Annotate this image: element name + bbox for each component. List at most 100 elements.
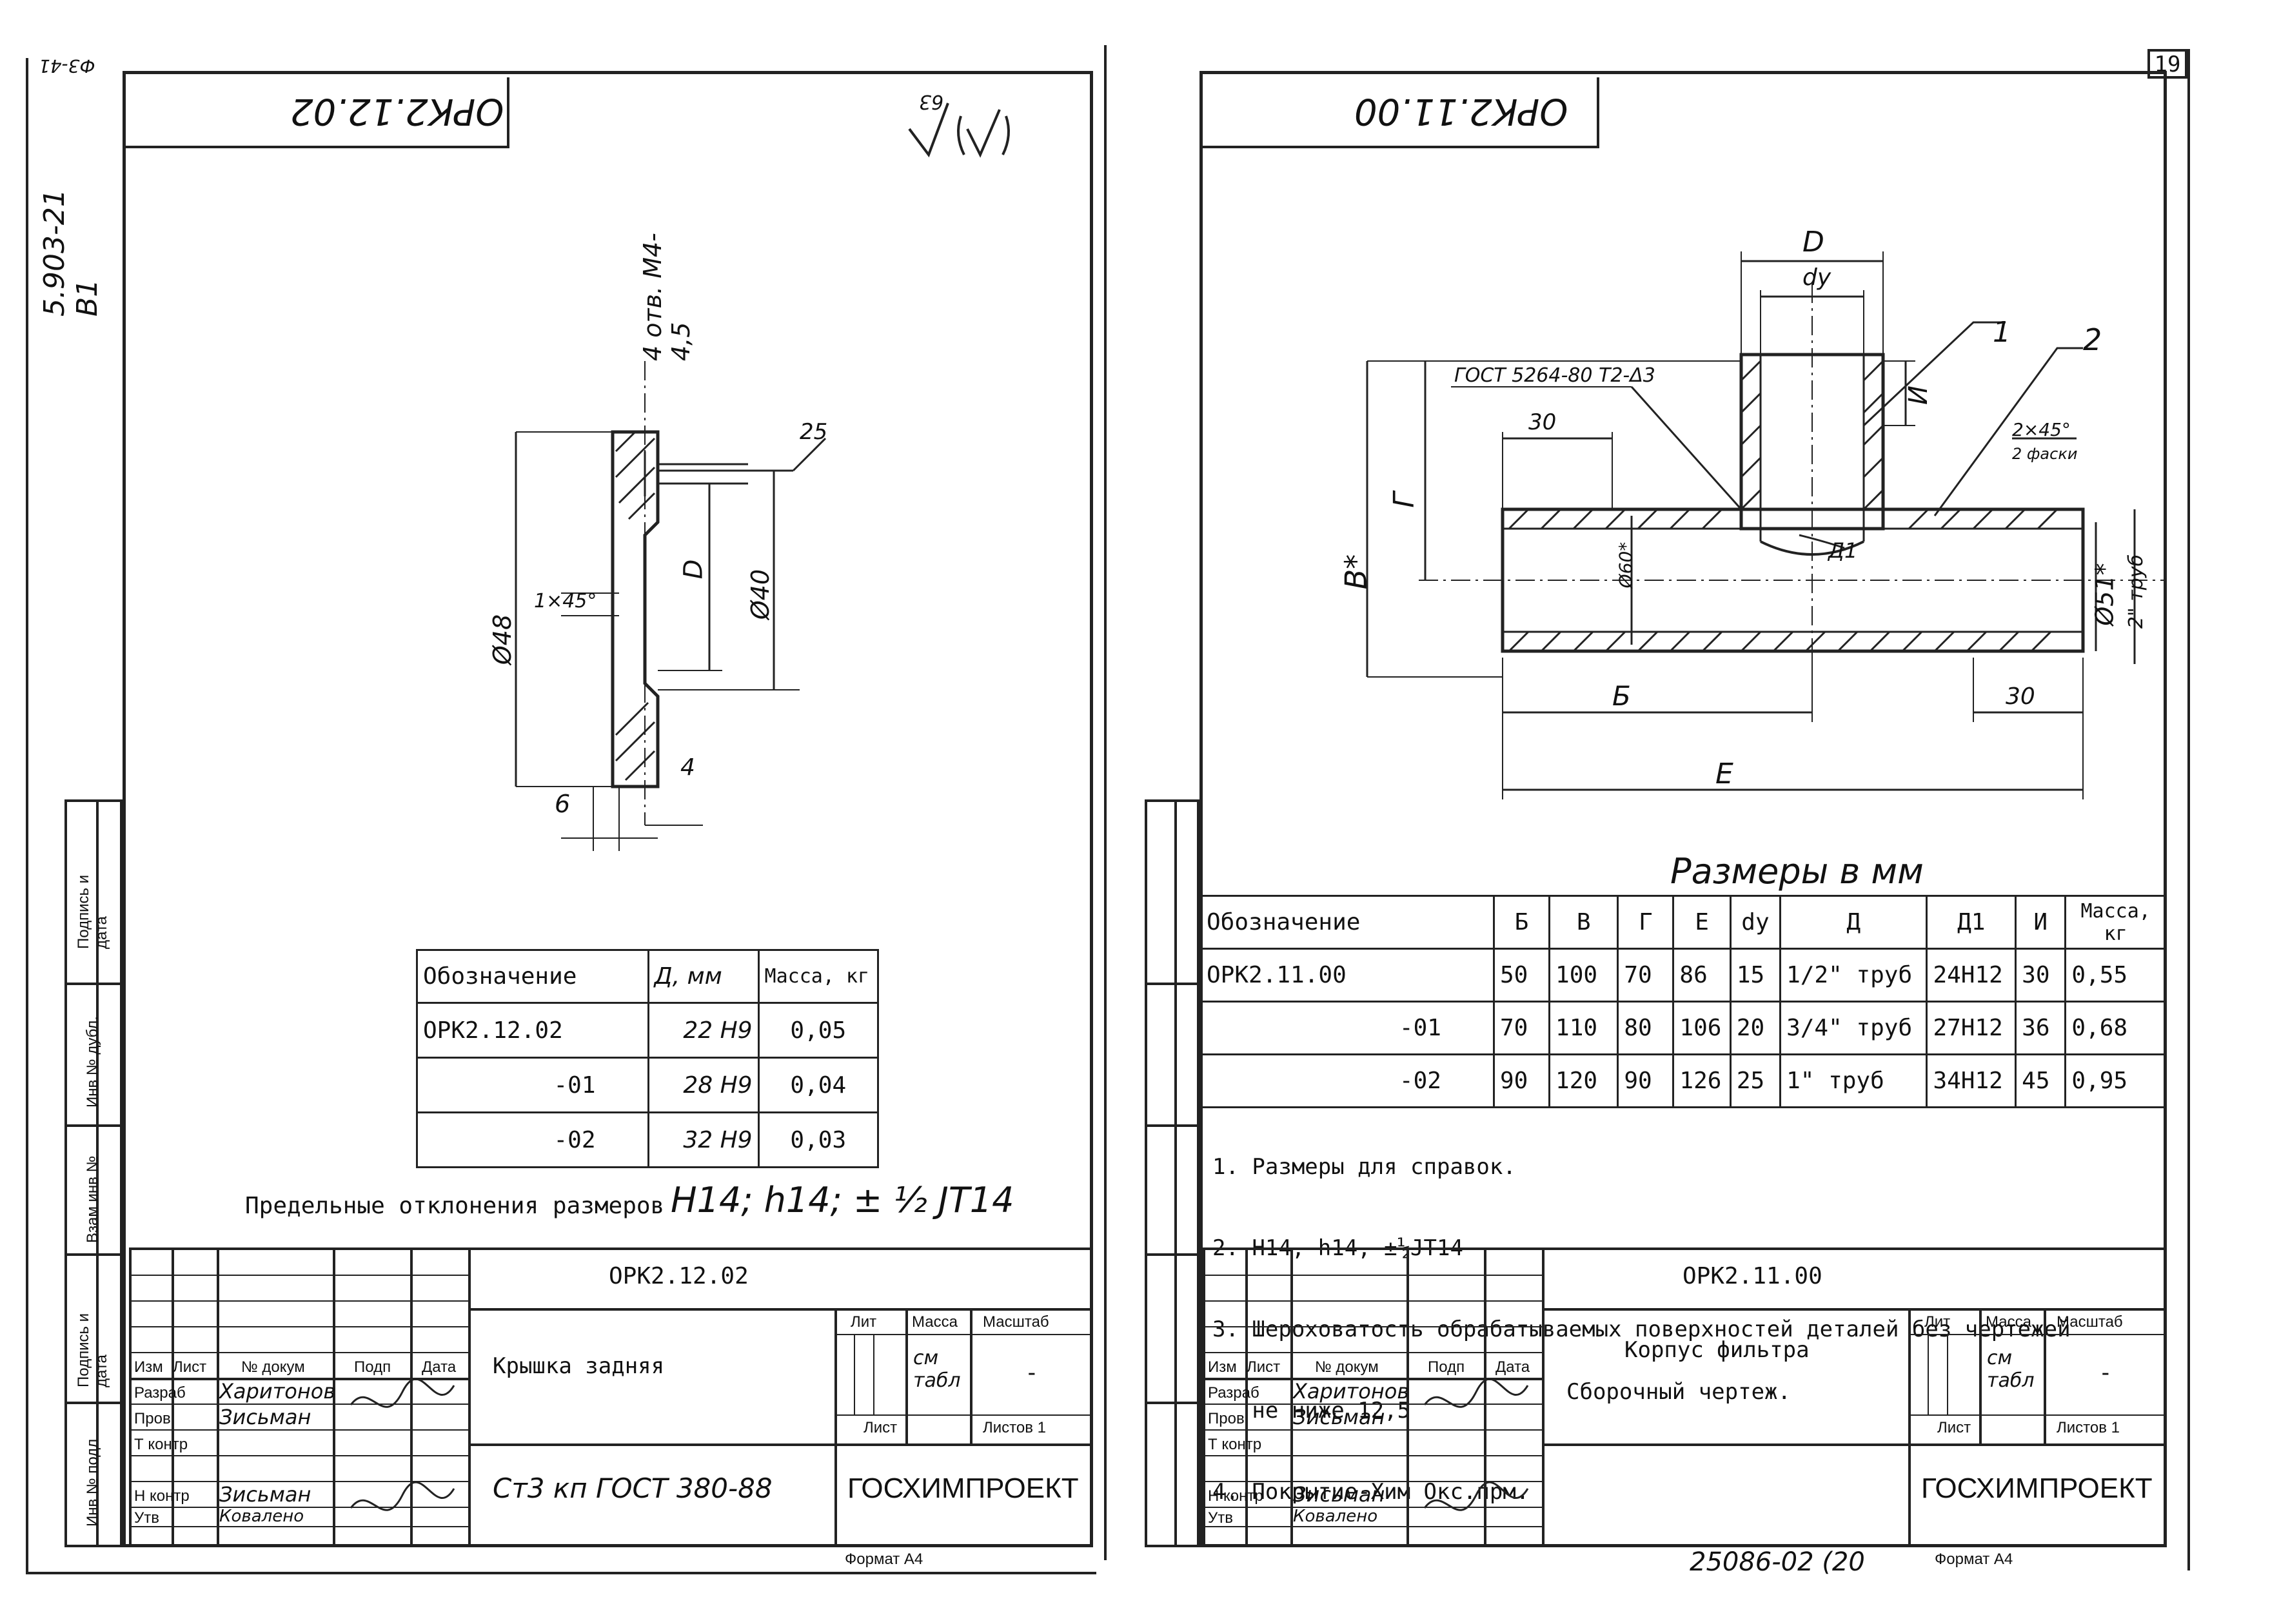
right-th-9: И	[2015, 895, 2067, 950]
left-side-strip: Подпись и дата Инв № дубл. Взам инв № По…	[64, 799, 123, 1547]
left-tkontr: Т контр	[134, 1436, 188, 1453]
dim-D: D	[678, 559, 709, 580]
right-th-2: Б	[1492, 895, 1551, 950]
left-scale: Масштаб	[983, 1313, 1049, 1331]
tee-dim-I: И	[1903, 386, 1933, 405]
right-row2-c10: 0,68	[2064, 1001, 2167, 1055]
right-row2-c3: 110	[1548, 1001, 1619, 1055]
right-row3-c3: 120	[1548, 1053, 1619, 1108]
side-label-4: Подпись и дата	[75, 1313, 110, 1387]
left-th-2: Д, мм	[647, 949, 760, 1004]
side-label-5: Инв № подл	[84, 1438, 101, 1527]
left-row1-c2: 22 H9	[647, 1002, 760, 1059]
right-col-date: Дата	[1495, 1358, 1530, 1376]
left-nkontr: Н контр	[134, 1487, 190, 1505]
right-col-izm: Изм	[1208, 1358, 1237, 1376]
right-row1-c7: 1/2" труб	[1779, 948, 1928, 1003]
dim-d48: Ø48	[488, 614, 517, 665]
left-razrab: Разраб	[134, 1384, 186, 1402]
left-utv-name: Ковалено	[219, 1507, 304, 1526]
note-4: не ниже 12,5	[1212, 1398, 1411, 1423]
right-col-list: Лист	[1247, 1358, 1281, 1376]
right-stamp-name1: Корпус фильтра	[1624, 1337, 1810, 1363]
right-stamp-org: ГОСХИМПРОЕКТ	[1921, 1472, 2153, 1504]
right-row1-c8: 24Н12	[1926, 948, 2017, 1003]
right-spec-table: Обозначение Б В Г Е dy Д Д1 И Масса, кг …	[1199, 895, 2167, 1108]
roughness-symbol	[908, 103, 1010, 158]
right-signatures	[1423, 1378, 1529, 1511]
left-utv: Утв	[134, 1509, 159, 1527]
right-row2-c4: 80	[1617, 1001, 1675, 1055]
right-row3-c9: 45	[2015, 1053, 2067, 1108]
tee-weld: ГОСТ 5264-80 Т2-Δ3	[1454, 364, 1655, 387]
right-row3-c1: -02	[1199, 1053, 1495, 1108]
right-row3-c6: 25	[1729, 1053, 1782, 1108]
roughness-value: 63	[919, 90, 944, 113]
tee-pipe: 2" труб	[2125, 554, 2148, 629]
left-title-box: ОРК2.12.02	[123, 77, 509, 148]
right-tkontr: Т контр	[1208, 1436, 1262, 1453]
dim-thread: 4 отв. М4-4,5	[638, 233, 695, 361]
right-stamp-name2: Сборочный чертеж.	[1566, 1379, 1791, 1405]
right-mass-value: см табл	[1987, 1347, 2035, 1392]
right-th-7: Д	[1779, 895, 1928, 950]
tee-drawing	[1366, 251, 2167, 799]
right-row1-c6: 15	[1729, 948, 1782, 1003]
left-row3-c1: -02	[416, 1111, 649, 1168]
left-prov: Пров	[134, 1410, 171, 1427]
right-razrab-name: Харитонов	[1293, 1379, 1410, 1404]
left-sheet: Лист	[864, 1419, 898, 1436]
left-mass-value: см табл	[913, 1347, 961, 1392]
left-format: Формат А4	[845, 1551, 923, 1568]
left-stamp-code: ОРК2.12.02	[609, 1263, 749, 1289]
tolerance-value: H14; h14; ± ½ JT14	[671, 1180, 1014, 1220]
dim-chamfer: 1×45°	[534, 590, 597, 612]
note-3: 3. Шероховатость обрабатываемых поверхно…	[1212, 1316, 2071, 1342]
right-row3-c2: 90	[1492, 1053, 1551, 1108]
right-scale: Масштаб	[2057, 1313, 2123, 1331]
tee-d51: Ø51*	[2090, 563, 2119, 626]
left-signatures	[350, 1378, 455, 1511]
right-row3-c8: 34Н12	[1926, 1053, 2017, 1108]
right-prov: Пров	[1208, 1410, 1245, 1427]
left-th-1: Обозначение	[416, 949, 649, 1004]
right-mass: Масса	[1986, 1313, 2031, 1331]
right-razrab: Разраб	[1208, 1384, 1259, 1402]
right-format: Формат А4	[1935, 1551, 2013, 1568]
right-th-8: Д1	[1926, 895, 2017, 950]
left-title-text: ОРК2.12.02	[290, 90, 504, 132]
tee-label-1: 1	[1993, 316, 2011, 349]
right-row2-c2: 70	[1492, 1001, 1551, 1055]
left-row1-c3: 0,05	[757, 1002, 880, 1059]
left-nkontr-name: Зисьман	[219, 1482, 311, 1507]
left-razrab-name: Харитонов	[219, 1379, 336, 1404]
right-stamp-code: ОРК2.11.00	[1683, 1263, 1822, 1289]
tee-dim-B-bottom: Б	[1612, 680, 1631, 712]
left-stamp-name: Крышка задняя	[493, 1353, 665, 1379]
right-th-5: Е	[1672, 895, 1732, 950]
right-row2-c9: 36	[2015, 1001, 2067, 1055]
left-stamp-org: ГОСХИМПРОЕКТ	[847, 1472, 1079, 1504]
tee-dim-30: 30	[1528, 409, 1557, 435]
tee-dim-B: В*	[1338, 554, 1374, 590]
tee-dim-E: Е	[1715, 758, 1733, 790]
units-note: Размеры в мм	[1670, 851, 1924, 892]
right-nkontr-name: Зисьман	[1293, 1482, 1385, 1507]
right-nkontr: Н контр	[1208, 1487, 1263, 1505]
dim-d40: Ø40	[746, 569, 775, 620]
dim-roughness: 25	[800, 419, 828, 445]
right-row1-c1: ОРК2.11.00	[1199, 948, 1495, 1003]
right-th-6: dy	[1729, 895, 1782, 950]
left-col-doc: № докум	[241, 1358, 305, 1376]
right-utv: Утв	[1208, 1509, 1233, 1527]
tee-dim-G: Г	[1387, 492, 1421, 508]
right-stamp: Изм Лист № докум Подп Дата Разраб Харито…	[1203, 1247, 2167, 1547]
right-row3-c4: 90	[1617, 1053, 1675, 1108]
right-bottom-code: 25086-02 (20	[1690, 1547, 1865, 1577]
right-col-sign: Подп	[1428, 1358, 1465, 1376]
right-row3-c5: 126	[1672, 1053, 1732, 1108]
left-row1-c1: ОРК2.12.02	[416, 1002, 649, 1059]
tee-dim-dy: dy	[1802, 264, 1831, 291]
right-side-strip	[1145, 799, 1199, 1547]
tee-chamfer: 2×45°	[2012, 419, 2071, 440]
